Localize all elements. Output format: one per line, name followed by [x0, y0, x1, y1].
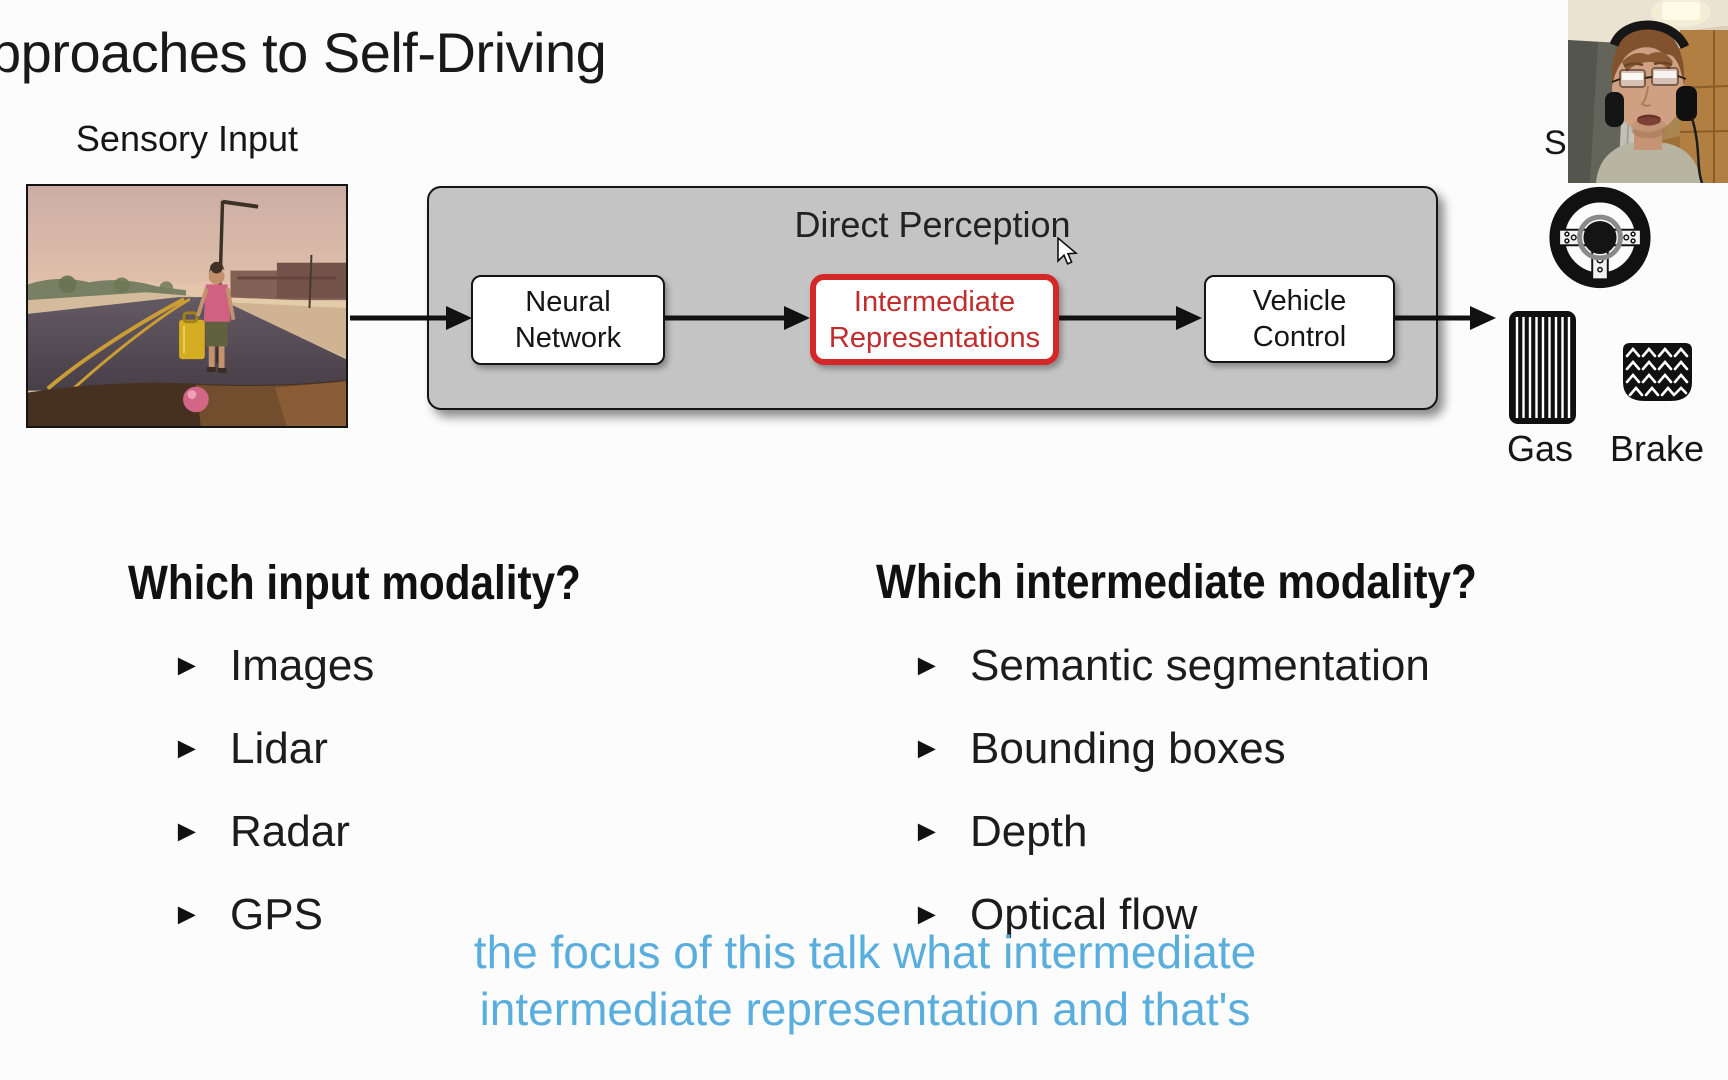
sensory-input-image: [26, 184, 348, 428]
neural-network-node: Neural Network: [471, 275, 665, 365]
brake-label: Brake: [1609, 428, 1705, 469]
sensory-input-label: Sensory Input: [75, 118, 299, 159]
driving-scene-illustration: [28, 186, 346, 426]
list-item: ► Images: [172, 640, 374, 692]
bullet-triangle-icon: ►: [172, 898, 202, 931]
list-item: ► GPS: [172, 889, 323, 941]
list-item-label: GPS: [230, 890, 323, 939]
bullet-triangle-icon: ►: [912, 649, 942, 682]
intermediate-modality-heading: Which intermediate modality?: [876, 556, 1477, 609]
list-item: ► Semantic segmentation: [912, 640, 1430, 692]
bullet-triangle-icon: ►: [172, 649, 202, 682]
gas-label: Gas: [1506, 428, 1574, 469]
intermediate-representations-label-line1: Intermediate: [853, 285, 1016, 318]
list-item: ► Depth: [912, 806, 1087, 858]
presenter-video-frame: [1568, 0, 1728, 183]
brake-pedal-icon: [1623, 343, 1692, 401]
direct-perception-label: Direct Perception: [794, 204, 1071, 245]
caption-line-1: the focus of this talk what intermediate: [473, 926, 1257, 978]
list-item: ► Lidar: [172, 723, 328, 775]
vehicle-control-node: Vehicle Control: [1204, 275, 1395, 363]
list-item-label: Lidar: [230, 724, 328, 773]
mouse-cursor: [1057, 237, 1079, 265]
presenter-webcam-overlay: [1568, 0, 1728, 183]
list-item-label: Radar: [230, 807, 350, 856]
steering-wheel-icon: [1549, 186, 1651, 289]
steering-label-partial: S: [1544, 124, 1567, 162]
list-item: ► Radar: [172, 806, 350, 858]
list-item-label: Images: [230, 641, 375, 690]
list-item: ► Bounding boxes: [912, 723, 1286, 775]
slide-title: pproaches to Self-Driving: [0, 21, 607, 84]
bullet-triangle-icon: ►: [172, 815, 202, 848]
gas-pedal-icon: [1509, 311, 1576, 424]
neural-network-label-line1: Neural: [525, 286, 611, 318]
direct-perception-container: Direct Perception Neural Network Interme…: [427, 186, 1438, 410]
list-item-label: Optical flow: [970, 890, 1198, 939]
input-modality-heading: Which input modality?: [128, 557, 581, 610]
caption-line-2: intermediate representation and that's: [479, 983, 1251, 1035]
intermediate-representations-label-line2: Representations: [828, 321, 1041, 354]
vehicle-control-label-line1: Vehicle: [1252, 285, 1347, 317]
list-item-label: Semantic segmentation: [970, 641, 1430, 690]
neural-network-label-line2: Network: [514, 322, 622, 354]
bullet-triangle-icon: ►: [172, 732, 202, 765]
vehicle-control-label-line2: Control: [1252, 321, 1347, 353]
intermediate-representations-node: Intermediate Representations: [810, 274, 1059, 365]
list-item-label: Depth: [970, 807, 1088, 856]
bullet-triangle-icon: ►: [912, 815, 942, 848]
bullet-triangle-icon: ►: [912, 898, 942, 931]
list-item-label: Bounding boxes: [970, 724, 1286, 773]
live-caption: the focus of this talk what intermediate…: [280, 924, 1450, 1038]
bullet-triangle-icon: ►: [912, 732, 942, 765]
list-item: ► Optical flow: [912, 889, 1197, 941]
